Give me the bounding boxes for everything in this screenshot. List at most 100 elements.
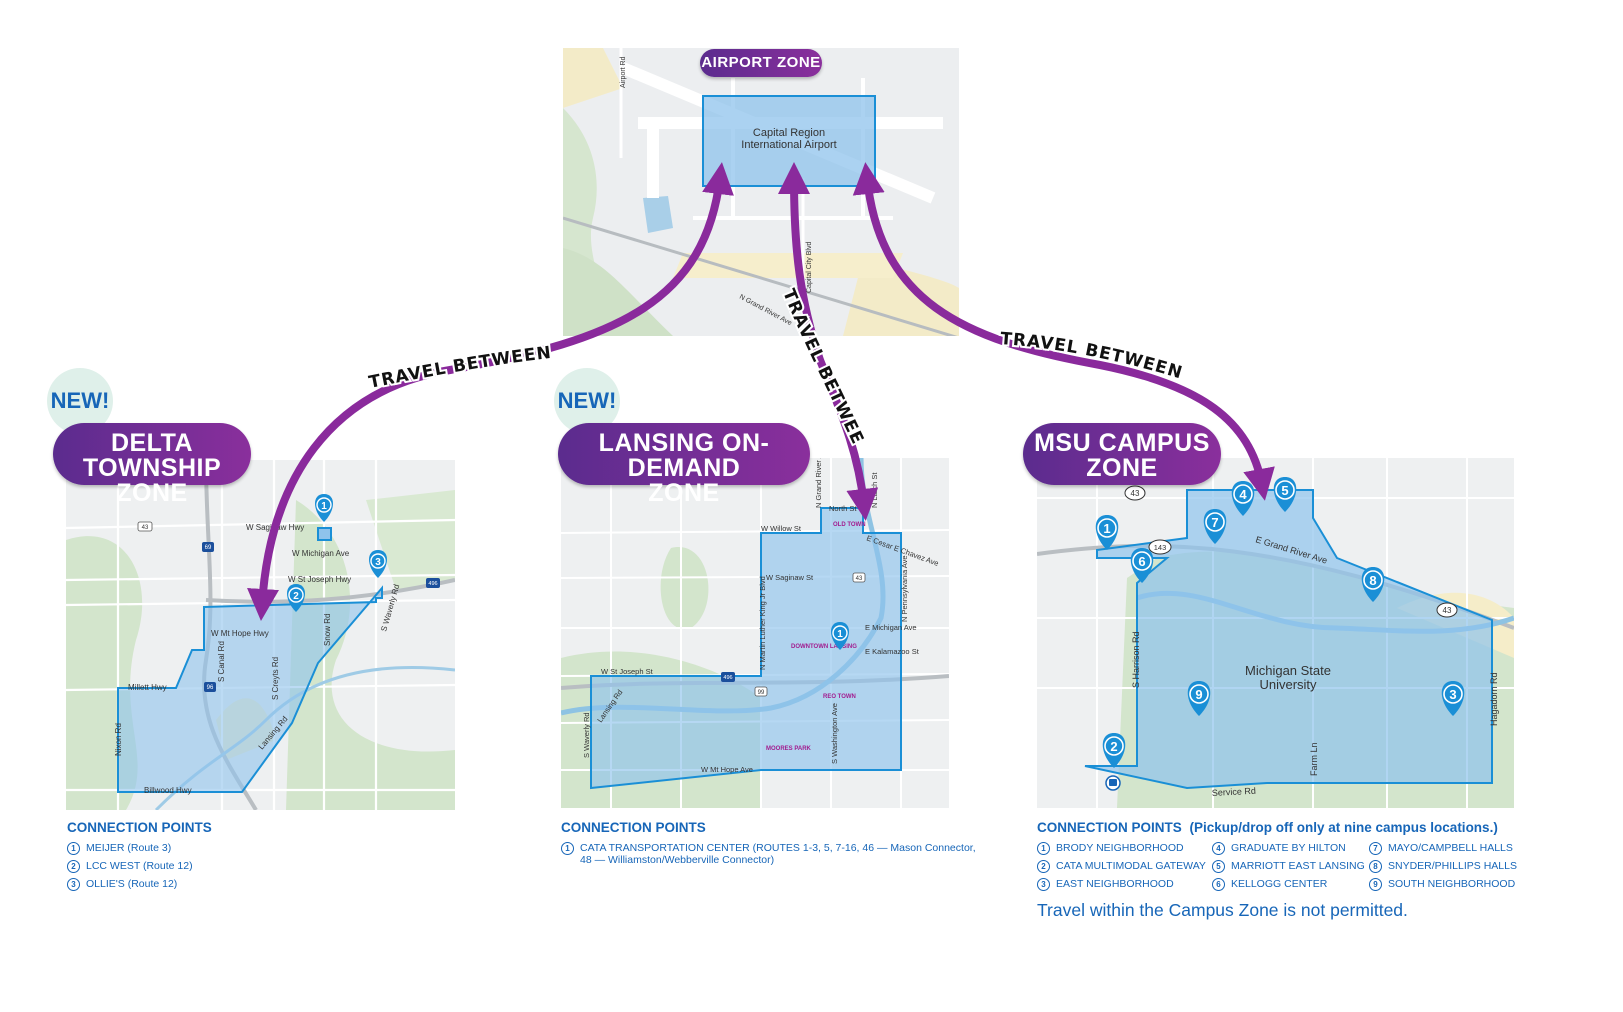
place-label: OLD TOWN	[833, 522, 866, 528]
place-label: MOORES PARK	[766, 746, 812, 752]
route-shield: 143	[1148, 539, 1172, 555]
campus-restriction-note: Travel within the Campus Zone is not per…	[1037, 900, 1408, 920]
airport-map[interactable]: Capital Region International Airport Air…	[563, 48, 959, 336]
zone-title-line: ZONE	[116, 479, 188, 507]
msu-campus-map[interactable]: Michigan State University E Grand River …	[1037, 458, 1514, 808]
street-label: S Waverly Rd	[582, 712, 591, 758]
connection-label: CATA MULTIMODAL GATEWAY	[1056, 860, 1206, 872]
connection-pin-5[interactable]: 5	[1273, 477, 1297, 512]
svg-text:6: 6	[1138, 554, 1145, 569]
svg-text:7: 7	[1211, 515, 1218, 530]
number-badge: 1	[67, 842, 80, 855]
route-shield: 43	[1436, 602, 1458, 618]
zone-title-line: ZONE	[648, 479, 720, 507]
svg-text:8: 8	[1369, 573, 1376, 588]
connection-pin-9[interactable]: 9	[1187, 681, 1211, 716]
street-label: W Mt Hope Ave	[701, 765, 753, 774]
connection-note: (Pickup/drop off only at nine campus loc…	[1189, 820, 1498, 835]
connection-label: KELLOGG CENTER	[1231, 878, 1328, 890]
svg-text:96: 96	[207, 685, 214, 691]
list-item: 1 MEIJER (Route 3)	[67, 842, 193, 860]
connection-pin-8[interactable]: 8	[1361, 567, 1385, 602]
connection-label: MEIJER (Route 3)	[86, 842, 172, 854]
connection-title-text: CONNECTION POINTS	[1037, 820, 1182, 835]
street-label: Capital City Blvd	[806, 242, 813, 293]
connection-pin-3[interactable]: 3	[1441, 681, 1465, 716]
street-label: Billwood Hwy	[144, 786, 192, 795]
svg-text:4: 4	[1239, 487, 1247, 502]
campus-label-line1: Michigan State	[1245, 663, 1331, 678]
street-label: W St Joseph Hwy	[288, 575, 351, 584]
svg-text:143: 143	[1154, 543, 1167, 552]
lansing-connection-title: CONNECTION POINTS	[561, 820, 706, 835]
street-label: North St	[829, 504, 857, 513]
lansing-connection-list: 1 CATA TRANSPORTATION CENTER (ROUTES 1-3…	[561, 842, 976, 866]
number-badge: 8	[1369, 860, 1382, 873]
svg-text:43: 43	[1443, 606, 1452, 615]
delta-connection-title: CONNECTION POINTS	[67, 820, 212, 835]
delta-township-map[interactable]: W Saginaw Hwy W Michigan Ave W St Joseph…	[66, 460, 455, 810]
connection-label: EAST NEIGHBORHOOD	[1056, 878, 1174, 890]
connection-label: SNYDER/PHILLIPS HALLS	[1388, 860, 1517, 872]
connection-label: LCC WEST (Route 12)	[86, 860, 193, 872]
place-label: DOWNTOWN LANSING	[791, 644, 857, 650]
street-label: Nixon Rd	[114, 723, 123, 756]
number-badge: 3	[67, 878, 80, 891]
route-shield: 99	[754, 686, 768, 697]
svg-text:43: 43	[1131, 489, 1140, 498]
airport-zone-label: AIRPORT ZONE	[700, 49, 822, 77]
street-label: N Grand River Ave	[814, 458, 823, 508]
place-label: REO TOWN	[823, 694, 856, 700]
svg-text:99: 99	[758, 690, 765, 696]
zone-title-line: ZONE	[1086, 454, 1158, 482]
route-shield: 496	[426, 578, 440, 588]
list-item: 1 CATA TRANSPORTATION CENTER (ROUTES 1-3…	[561, 842, 976, 866]
lansing-zone-title: LANSING ON-DEMAND ZONE	[558, 423, 810, 506]
svg-text:69: 69	[205, 545, 212, 551]
street-label: Airport Rd	[620, 56, 627, 88]
campus-label-line2: University	[1259, 677, 1317, 692]
svg-text:1: 1	[837, 629, 843, 640]
connection-label: MARRIOTT EAST LANSING	[1231, 860, 1365, 872]
svg-text:43: 43	[856, 576, 863, 582]
msu-zone-title: MSU CAMPUS ZONE	[1023, 423, 1221, 485]
connection-pin-1[interactable]: 1	[831, 622, 849, 650]
list-item: 3 EAST NEIGHBORHOOD	[1037, 878, 1212, 896]
street-label: W Saginaw Hwy	[246, 523, 304, 532]
svg-text:5: 5	[1281, 483, 1288, 498]
street-label: Snow Rd	[323, 614, 332, 646]
transit-icon	[1105, 775, 1121, 791]
connection-pin-7[interactable]: 7	[1203, 509, 1227, 544]
street-label: Farm Ln	[1309, 742, 1319, 776]
airport-name-line1: Capital Region	[753, 127, 825, 139]
delta-zone-title: DELTA TOWNSHIP ZONE	[53, 423, 251, 506]
street-label: N Larch St	[870, 472, 879, 508]
connection-pin-2[interactable]: 2	[1102, 733, 1126, 768]
connection-label: SOUTH NEIGHBORHOOD	[1388, 878, 1516, 890]
number-badge: 3	[1037, 878, 1050, 891]
number-badge: 1	[1037, 842, 1050, 855]
list-item: 8 SNYDER/PHILLIPS HALLS	[1369, 860, 1529, 878]
number-badge: 4	[1212, 842, 1225, 855]
connection-pin-6[interactable]: 6	[1130, 548, 1154, 583]
number-badge: 1	[561, 842, 574, 855]
street-label: E Michigan Ave	[865, 623, 917, 632]
zone-title-line: LANSING ON-DEMAND	[598, 429, 770, 482]
svg-text:3: 3	[1449, 687, 1456, 702]
svg-text:2: 2	[1110, 739, 1117, 754]
connection-pin-1[interactable]: 1	[1095, 515, 1119, 550]
svg-text:1: 1	[321, 501, 327, 512]
lansing-on-demand-map[interactable]: W Willow St North St E Cesar E Chavez Av…	[561, 458, 949, 808]
street-label: S Harrison Rd	[1131, 631, 1141, 688]
street-label: E Kalamazoo St	[865, 647, 920, 656]
travel-between-label: TRAVEL BETWEEN	[1000, 329, 1185, 383]
route-shield: 43	[852, 572, 866, 583]
